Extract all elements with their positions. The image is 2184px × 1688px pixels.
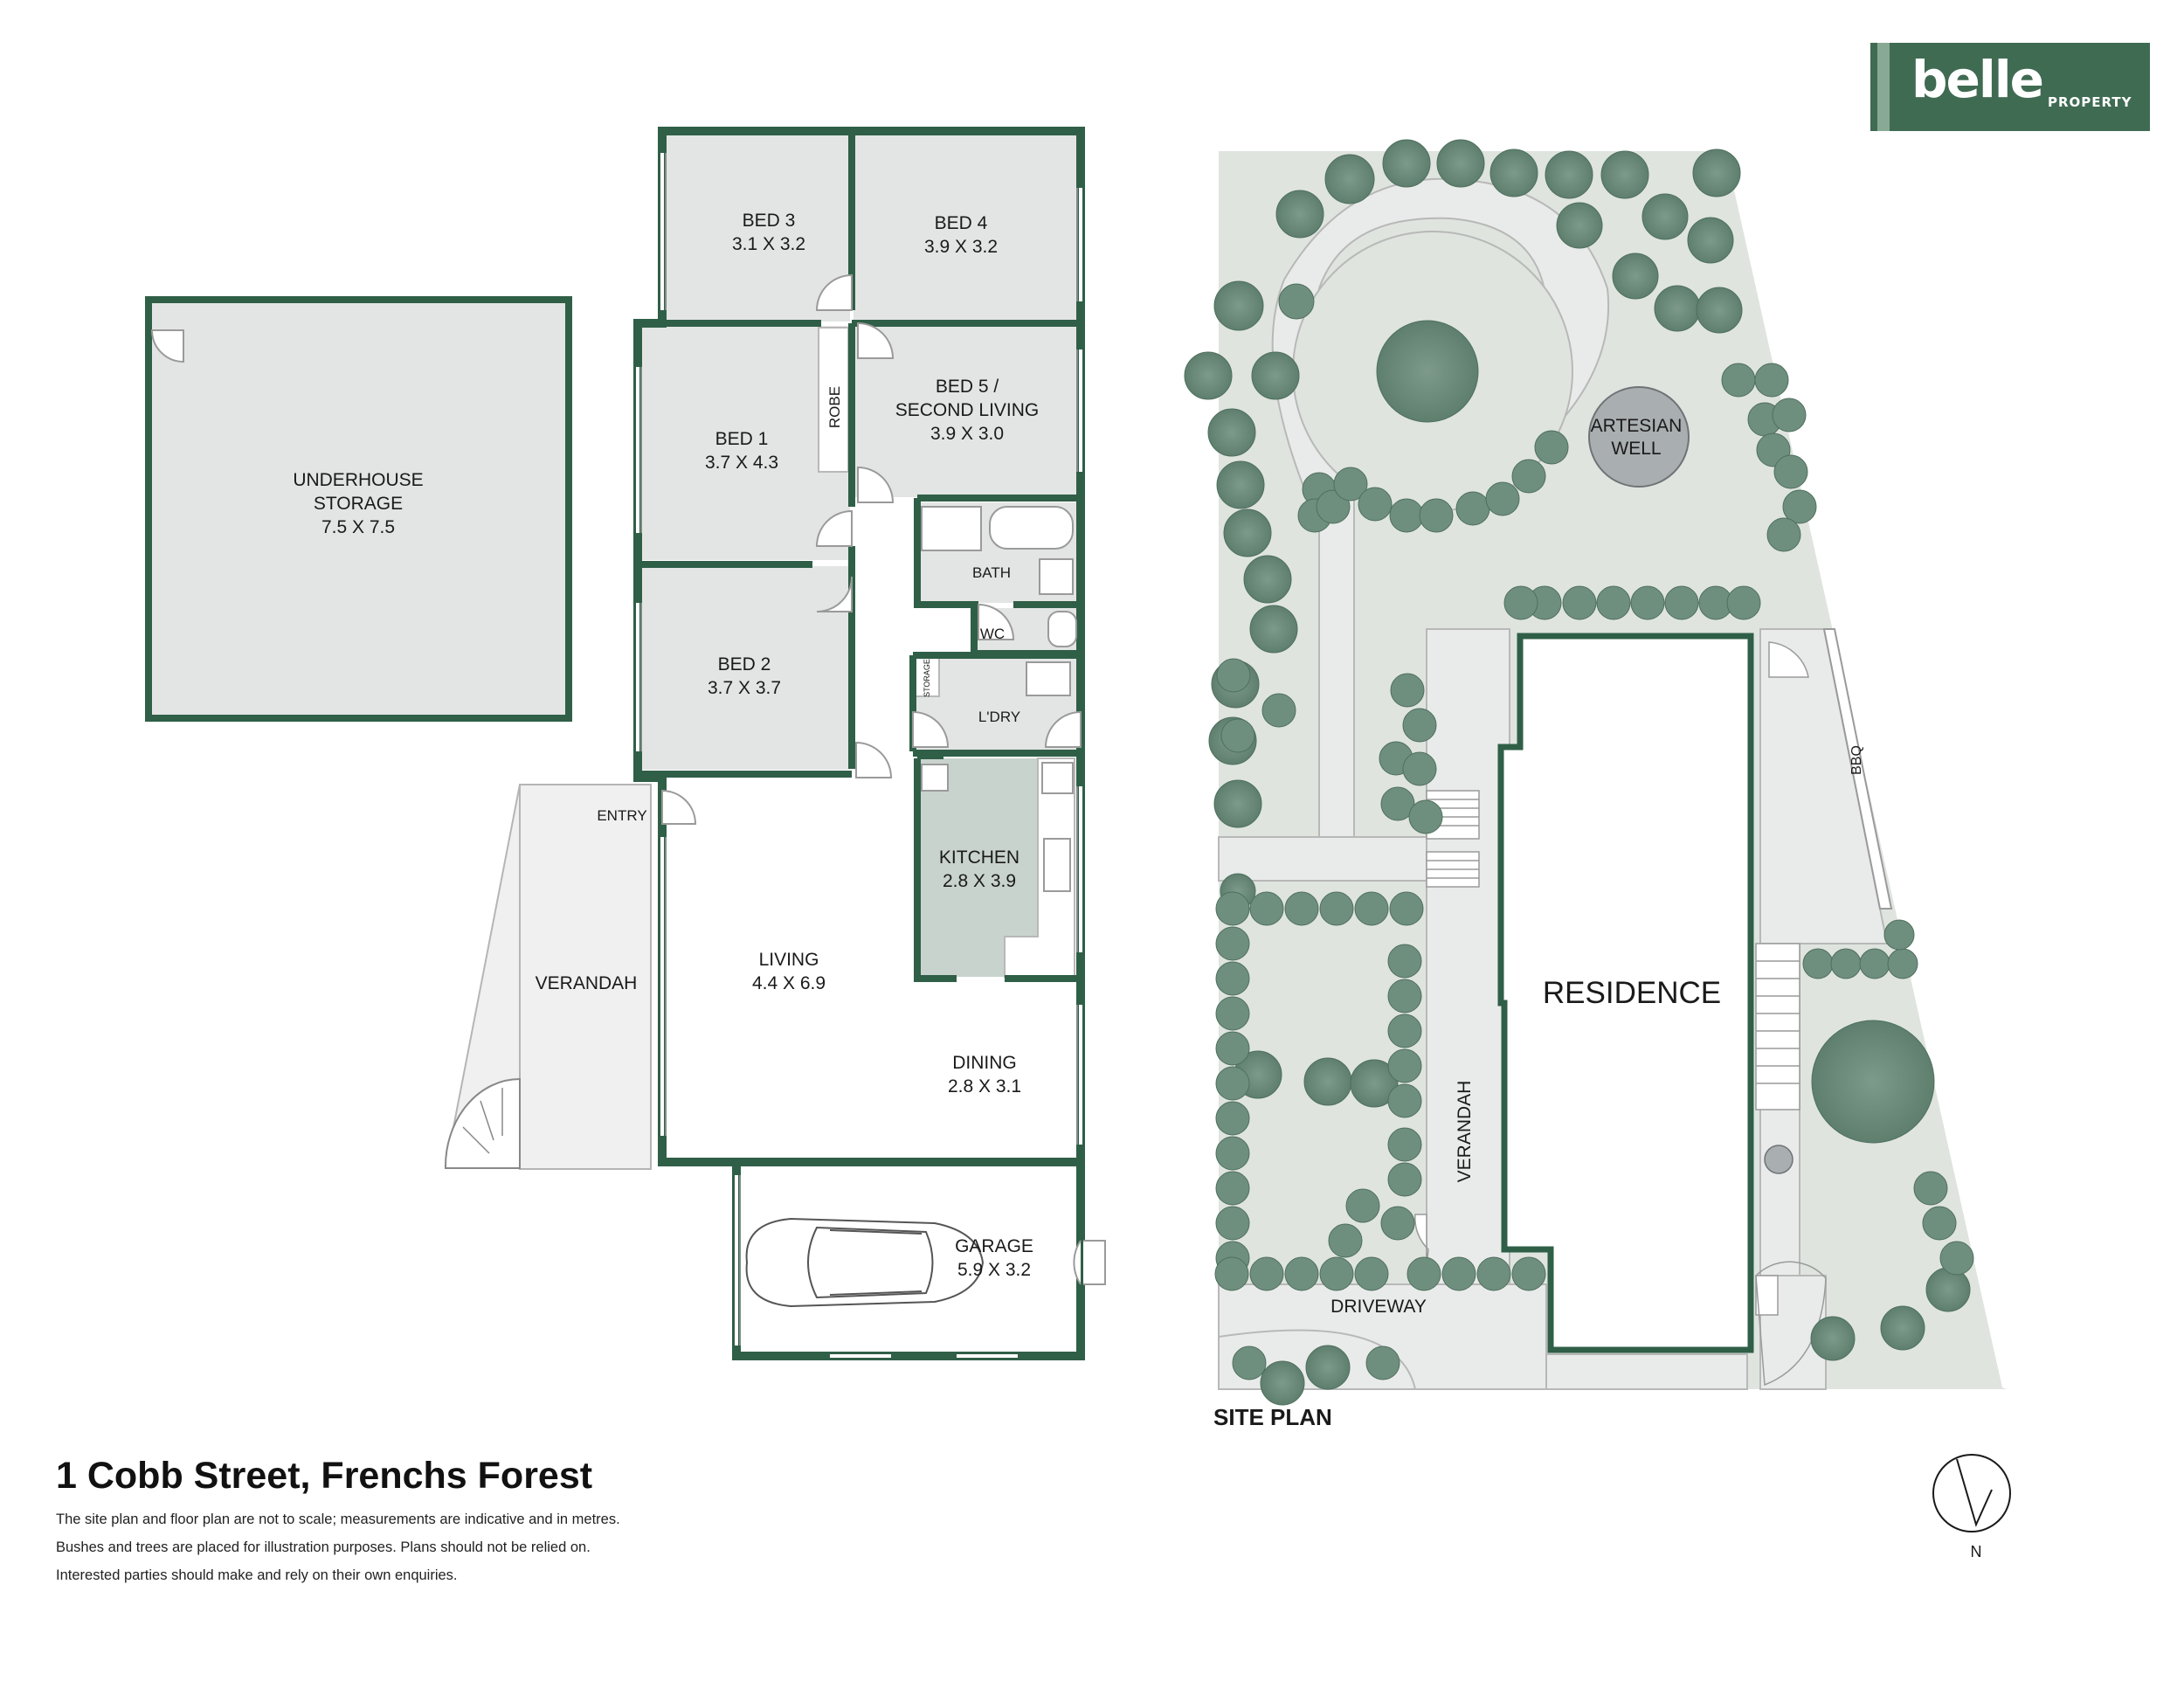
room-living <box>658 780 911 1156</box>
logo-text: belle <box>1911 50 2044 109</box>
room-bed2 <box>640 566 850 770</box>
svg-text:BED 43.9 X 3.2: BED 43.9 X 3.2 <box>924 213 998 257</box>
footer: 1 Cobb Street, Frenchs Forest The site p… <box>56 1455 620 1595</box>
bbq-bench <box>1822 628 1893 910</box>
svg-text:BBQ: BBQ <box>1849 745 1864 775</box>
svg-text:VERANDAH: VERANDAH <box>536 973 638 993</box>
car-icon <box>745 1217 985 1308</box>
svg-text:ROBE: ROBE <box>826 386 843 428</box>
room-bed1 <box>640 326 850 560</box>
residence <box>1497 633 1754 1353</box>
svg-text:BATH: BATH <box>972 564 1011 581</box>
svg-text:WC: WC <box>980 626 1005 642</box>
svg-text:BED 33.1 X 3.2: BED 33.1 X 3.2 <box>732 211 805 254</box>
svg-text:N: N <box>1971 1543 1982 1560</box>
room-bed3 <box>667 135 850 322</box>
room-kitchen <box>917 758 1038 977</box>
svg-text:BED 23.7 X 3.7: BED 23.7 X 3.7 <box>708 654 781 698</box>
disclaimer-line: Bushes and trees are placed for illustra… <box>56 1539 591 1555</box>
label-residence: RESIDENCE <box>1543 976 1721 1010</box>
svg-text:VERANDAH: VERANDAH <box>1455 1081 1475 1183</box>
disclaimer-line: The site plan and floor plan are not to … <box>56 1512 620 1527</box>
property-address: 1 Cobb Street, Frenchs Forest <box>56 1455 593 1497</box>
small-round-feature <box>1764 1145 1794 1174</box>
svg-text:DRIVEWAY: DRIVEWAY <box>1330 1297 1427 1317</box>
svg-text:BED 13.7 X 4.3: BED 13.7 X 4.3 <box>705 429 778 473</box>
robe <box>818 327 849 473</box>
compass-icon: N <box>1932 1454 2011 1560</box>
room-underhouse-storage <box>145 296 572 722</box>
belle-property-logo: belle PROPERTY <box>1870 43 2150 131</box>
svg-text:L'DRY: L'DRY <box>978 709 1020 725</box>
door-icon <box>150 329 184 363</box>
spiral-stair-icon <box>444 1077 521 1169</box>
room-bed4 <box>854 135 1079 322</box>
logo-subtext: PROPERTY <box>2048 94 2132 110</box>
bath-fixtures <box>921 506 1077 892</box>
svg-text:STORAGE: STORAGE <box>923 659 931 697</box>
artesian-well <box>1588 386 1690 488</box>
door-icons <box>661 273 1106 1285</box>
site-plan-title: SITE PLAN <box>1213 1404 1332 1430</box>
svg-text:ENTRY: ENTRY <box>597 807 646 824</box>
disclaimer-line: Interested parties should make and rely … <box>56 1567 458 1583</box>
